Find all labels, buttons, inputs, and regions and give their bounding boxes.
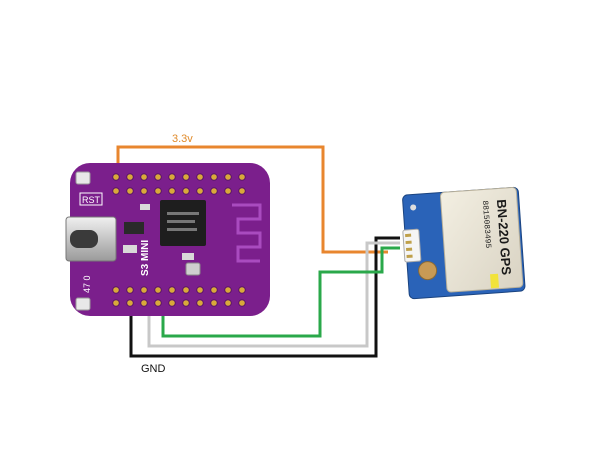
power-wire-label: 3.3v: [172, 133, 193, 145]
reset-label-box: [79, 192, 103, 206]
boot-button[interactable]: [75, 297, 91, 311]
reset-label: RST: [82, 195, 101, 205]
reset-button[interactable]: [75, 171, 91, 185]
power-wire: [116, 145, 388, 254]
gray-signal-wire: [147, 241, 400, 348]
usb-c-opening: [70, 230, 98, 248]
regulator-chip: [124, 222, 144, 234]
esp32-chip-marking: [167, 228, 197, 231]
esp32-s3-mini-board: RST S3 MINI 47 0: [65, 163, 270, 316]
gps-model-label: BN-220 GPS: [494, 199, 514, 276]
bn220-gps-module: BN-220 GPS 8815083495: [402, 186, 526, 300]
gps-serial-label: 8815083495: [480, 200, 492, 249]
green-signal-wire: [161, 246, 400, 338]
gps-connector: [402, 228, 422, 263]
gps-connector-pin: [405, 240, 412, 245]
pin-labels: 47 0: [82, 275, 92, 293]
led-component: [185, 262, 201, 276]
gps-connector-pin: [406, 254, 413, 259]
gps-connector-pin: [405, 233, 412, 238]
antenna-trace: [232, 203, 262, 263]
gps-connector-pin: [406, 247, 413, 252]
gps-antenna-patch: [439, 186, 524, 293]
small-component: [140, 204, 150, 210]
ground-wire: [129, 236, 400, 358]
board-model-label: S3 MINI: [140, 240, 151, 276]
small-component: [182, 253, 194, 260]
gps-highlight-mark: [490, 273, 499, 289]
esp32-chip-marking: [167, 212, 199, 215]
gps-mount-hole: [410, 204, 417, 211]
esp32-chip-marking: [167, 220, 195, 223]
bottom-pin-header: [112, 286, 246, 307]
ground-wire-label: GND: [141, 363, 166, 375]
top-pin-header: [112, 173, 246, 195]
small-component: [123, 245, 137, 253]
gps-backup-battery: [418, 261, 438, 281]
